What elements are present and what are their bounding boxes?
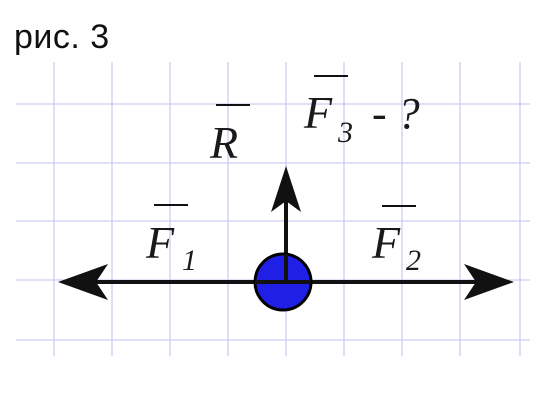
- figure-caption: рис. 3: [14, 18, 110, 56]
- label-f1: F 1: [145, 204, 197, 277]
- label-f3-question: - ?: [372, 89, 420, 138]
- arrowhead-f1: [58, 264, 108, 300]
- label-f1-letter: F: [145, 217, 175, 268]
- arrowhead-r: [271, 166, 301, 212]
- label-f3-letter: F: [303, 87, 333, 138]
- grid: [16, 62, 530, 356]
- label-r: R: [209, 104, 250, 168]
- label-f2-subscript: 2: [406, 244, 421, 277]
- label-r-letter: R: [209, 117, 238, 168]
- label-f3-subscript: 3: [337, 116, 353, 149]
- label-f2: F 2: [371, 205, 421, 277]
- label-f2-letter: F: [371, 217, 401, 268]
- arrowhead-f2: [464, 264, 514, 300]
- label-f3: F 3 - ?: [303, 75, 420, 149]
- label-f1-subscript: 1: [182, 244, 197, 277]
